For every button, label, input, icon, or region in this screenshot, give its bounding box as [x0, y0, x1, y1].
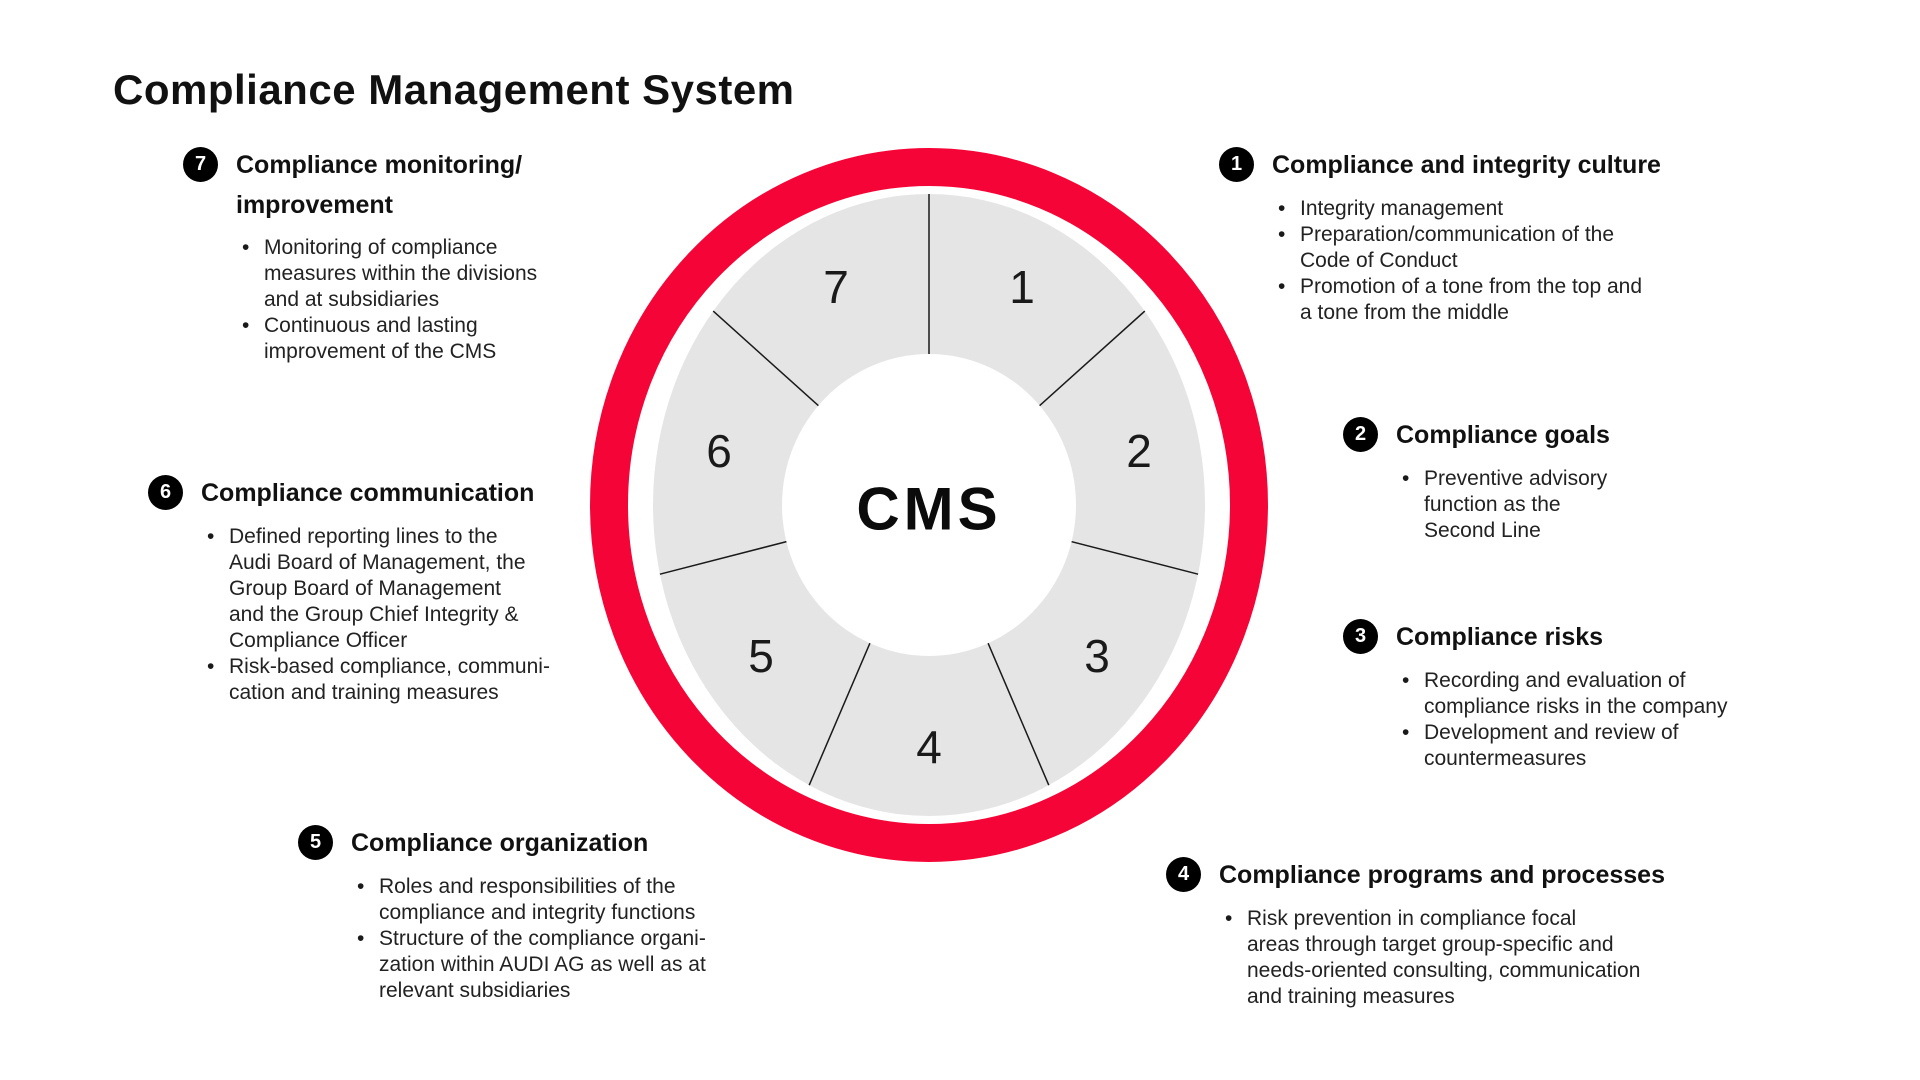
item-bullets-5: • Roles and responsibilities of the comp…	[351, 874, 706, 1004]
bullet-text: Continuous and lasting improvement of th…	[264, 314, 497, 363]
bullet-text: Defined reporting lines to the Audi Boar…	[229, 524, 526, 652]
bullet-dot: •	[207, 654, 215, 678]
bullet-text: Development and review of countermeasure…	[1424, 720, 1679, 770]
bullet-dot: •	[1402, 466, 1410, 490]
item-badge-2: 2	[1343, 417, 1378, 452]
segment-label-4: 4	[916, 721, 942, 773]
item-title-5: Compliance organization	[351, 829, 649, 857]
segment-label-3: 3	[1084, 630, 1110, 682]
item-bullets-4: • Risk prevention in compliance focal ar…	[1219, 906, 1665, 1010]
item-badge-5: 5	[298, 825, 333, 860]
segment-label-2: 2	[1126, 425, 1152, 477]
item-title-7: Compliance monitoring/ improvement	[236, 151, 523, 219]
item-title-4: Compliance programs and processes	[1219, 861, 1665, 889]
bullet-text: Recording and evaluation of compliance r…	[1424, 668, 1728, 718]
segment-label-6: 6	[706, 425, 732, 477]
bullet-dot: •	[207, 524, 215, 548]
bullet-dot: •	[1225, 906, 1233, 930]
item-badge-6: 6	[148, 475, 183, 510]
bullet-dot: •	[1402, 720, 1410, 744]
bullet-item: • Structure of the compliance organi- za…	[357, 926, 706, 1004]
item-block-4: 4 Compliance programs and processes • Ri…	[1166, 856, 1726, 1010]
bullet-item: • Integrity management	[1278, 196, 1661, 222]
item-block-2: 2 Compliance goals • Preventive advisory…	[1343, 416, 1723, 544]
bullet-item: • Risk-based compliance, communi- cation…	[207, 654, 550, 706]
cms-wheel: 1 2 3 4 5 6 7 CMS	[590, 148, 1268, 862]
bullet-item: • Preparation/communication of the Code …	[1278, 222, 1661, 274]
bullet-dot: •	[357, 874, 365, 898]
item-block-3: 3 Compliance risks • Recording and evalu…	[1343, 618, 1803, 772]
item-block-6: 6 Compliance communication • Defined rep…	[148, 474, 588, 706]
bullet-item: • Recording and evaluation of compliance…	[1402, 668, 1727, 720]
cms-center-label: CMS	[856, 476, 1001, 543]
item-bullets-6: • Defined reporting lines to the Audi Bo…	[201, 524, 550, 706]
item-block-5: 5 Compliance organization • Roles and re…	[298, 824, 778, 1004]
bullet-dot: •	[1278, 196, 1286, 220]
bullet-text: Preventive advisory function as the Seco…	[1424, 466, 1608, 542]
center-hole	[782, 354, 1076, 656]
bullet-item: • Roles and responsibilities of the comp…	[357, 874, 706, 926]
item-title-2: Compliance goals	[1396, 421, 1610, 449]
item-badge-4: 4	[1166, 857, 1201, 892]
item-title-3: Compliance risks	[1396, 623, 1604, 651]
bullet-text: Preparation/communication of the Code of…	[1300, 222, 1615, 272]
bullet-text: Integrity management	[1300, 196, 1504, 220]
bullet-text: Structure of the compliance organi- zati…	[379, 926, 706, 1002]
bullet-text: Roles and responsibilities of the compli…	[379, 874, 696, 924]
outer-ring	[590, 148, 1268, 862]
bullet-item: • Preventive advisory function as the Se…	[1402, 466, 1610, 544]
bullet-dot: •	[1402, 668, 1410, 692]
item-bullets-3: • Recording and evaluation of compliance…	[1396, 668, 1727, 772]
bullet-dot: •	[357, 926, 365, 950]
item-bullets-1: • Integrity management • Preparation/com…	[1272, 196, 1661, 326]
item-block-7: 7 Compliance monitoring/ improvement • M…	[183, 146, 603, 365]
bullet-text: Monitoring of compliance measures within…	[264, 236, 538, 311]
bullet-text: Risk-based compliance, communi- cation a…	[229, 654, 550, 704]
segment-label-7: 7	[823, 261, 849, 313]
item-block-1: 1 Compliance and integrity culture • Int…	[1219, 146, 1739, 326]
bullet-dot: •	[1278, 274, 1286, 298]
bullet-dot: •	[242, 236, 250, 259]
bullet-item: • Defined reporting lines to the Audi Bo…	[207, 524, 550, 654]
bullet-item: • Continuous and lasting improvement of …	[242, 313, 537, 365]
item-bullets-7: • Monitoring of compliance measures with…	[236, 235, 537, 365]
bullet-dot: •	[242, 314, 250, 337]
item-title-1: Compliance and integrity culture	[1272, 151, 1661, 179]
bullet-item: • Promotion of a tone from the top and a…	[1278, 274, 1661, 326]
bullet-text: Risk prevention in compliance focal area…	[1247, 906, 1641, 1008]
item-bullets-2: • Preventive advisory function as the Se…	[1396, 466, 1610, 544]
item-badge-7: 7	[183, 147, 218, 182]
item-badge-3: 3	[1343, 619, 1378, 654]
bullet-item: • Development and review of countermeasu…	[1402, 720, 1727, 772]
item-badge-1: 1	[1219, 147, 1254, 182]
segment-label-5: 5	[748, 630, 774, 682]
segment-label-1: 1	[1009, 261, 1035, 313]
bullet-dot: •	[1278, 222, 1286, 246]
page-title: Compliance Management System	[113, 66, 795, 114]
bullet-item: • Risk prevention in compliance focal ar…	[1225, 906, 1665, 1010]
item-title-6: Compliance communication	[201, 479, 535, 507]
bullet-item: • Monitoring of compliance measures with…	[242, 235, 537, 313]
bullet-text: Promotion of a tone from the top and a t…	[1300, 274, 1643, 324]
